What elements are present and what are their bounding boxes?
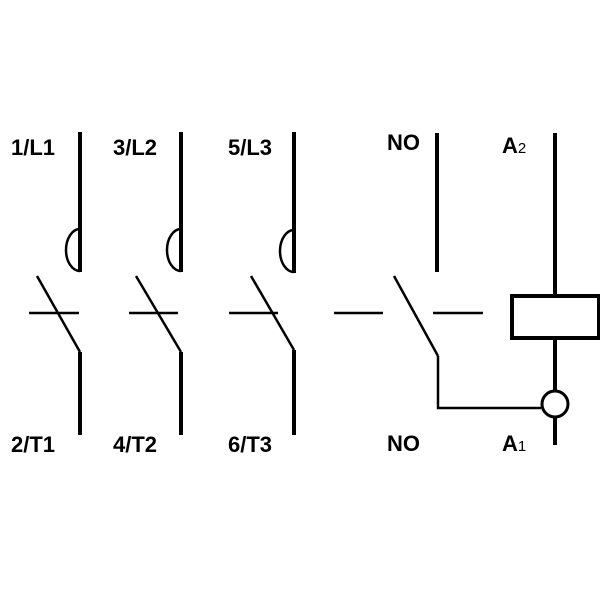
aux-to-coil-wire — [436, 356, 541, 410]
coil-rectangle-icon — [510, 294, 600, 340]
pole-1-arc-chute-icon — [64, 227, 81, 273]
pole-2-bottom-label: 4/T2 — [113, 432, 157, 457]
auxiliary-no-contact: NO NO — [334, 130, 541, 456]
coil: A2 A1 — [502, 133, 600, 456]
coil-a1-label: A1 — [502, 431, 526, 456]
pole-3-arc-chute-icon — [278, 228, 295, 274]
pole-1-top-label: 1/L1 — [11, 135, 55, 160]
main-pole-3: 5/L3 6/T3 — [228, 132, 296, 457]
pole-3-top-label: 5/L3 — [228, 135, 272, 160]
main-pole-1: 1/L1 2/T1 — [11, 132, 82, 457]
aux-switch-blade — [392, 275, 440, 357]
aux-bottom-label: NO — [387, 431, 420, 456]
pole-2-top-label: 3/L2 — [113, 135, 157, 160]
coil-a2-label: A2 — [502, 133, 526, 158]
coil-terminal-icon — [540, 389, 570, 419]
aux-top-label: NO — [387, 130, 420, 155]
main-pole-2: 3/L2 4/T2 — [113, 132, 183, 457]
pole-1-bottom-label: 2/T1 — [11, 432, 55, 457]
pole-2-arc-chute-icon — [165, 227, 182, 273]
pole-3-bottom-label: 6/T3 — [228, 432, 272, 457]
